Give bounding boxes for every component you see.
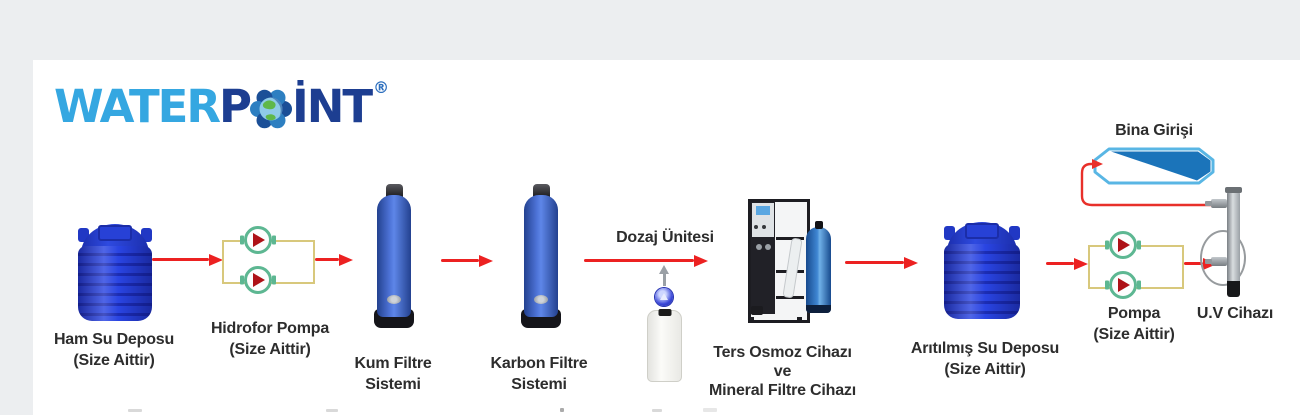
pump-icon <box>1109 231 1137 259</box>
uv-power-cable <box>1200 230 1246 286</box>
flow-arrow-6 <box>1046 262 1074 265</box>
uv-fitting-nub <box>1205 201 1212 206</box>
logo-text-p: P <box>219 80 252 133</box>
uv-top-cap <box>1225 187 1242 193</box>
pump-impeller <box>253 273 265 287</box>
flow-arrow-5-head <box>904 257 918 269</box>
raw-water-tank <box>78 224 152 321</box>
filter-valve <box>532 184 550 198</box>
flow-arrow-7 <box>1184 262 1203 265</box>
flow-arrow-1-head <box>209 254 223 266</box>
pump-impeller <box>253 233 265 247</box>
uv-sterilizer-body <box>1227 191 1240 295</box>
filter-valve <box>385 184 403 198</box>
label-kum-filtre: Kum Filtre Sistemi <box>354 355 432 393</box>
label-hidrofor-pompa: Hidrofor Pompa (Size Aittir) <box>210 320 330 358</box>
building-inlet-tank <box>1093 147 1215 185</box>
flow-arrow-3-head <box>479 255 493 267</box>
tank-lug <box>1009 226 1020 240</box>
chemical-tank <box>647 310 682 382</box>
pump-icon <box>244 266 272 294</box>
clipped-text-fragment <box>128 409 142 412</box>
ro-button <box>754 225 758 229</box>
clipped-text-fragment <box>326 409 338 412</box>
label-aritilmis-su-deposu: Arıtılmış Su Deposu (Size Aittir) <box>910 340 1060 378</box>
filter-body <box>377 195 411 317</box>
flow-arrow-4 <box>584 259 694 262</box>
tank-cap <box>98 225 132 241</box>
label-karbon-filtre: Karbon Filtre Sistemi <box>490 355 588 393</box>
label-uv-cihazi: U.V Cihazı <box>1196 305 1274 322</box>
flow-arrow-2 <box>315 258 339 261</box>
logo-text-water: WATER <box>54 80 221 133</box>
pump-impeller <box>1118 238 1130 252</box>
ro-gauge <box>765 244 771 250</box>
filter-body <box>524 195 558 317</box>
filter-port <box>387 295 401 304</box>
carbon-filter-tank <box>521 184 561 328</box>
filter-port <box>534 295 548 304</box>
dosing-pump <box>655 288 673 306</box>
ro-button <box>762 225 766 229</box>
pump-icon <box>1109 271 1137 299</box>
label-dozaj-unitesi: Dozaj Ünitesi <box>616 229 714 246</box>
injection-arrow-icon <box>659 265 669 274</box>
ro-leg <box>749 317 754 323</box>
ro-pump <box>751 306 763 315</box>
uv-fitting-nub <box>1205 259 1212 264</box>
mineral-filter-tank <box>806 227 831 313</box>
ro-gauge <box>756 244 762 250</box>
flow-arrow-1 <box>152 258 209 261</box>
ro-leg <box>797 317 802 323</box>
ro-control-panel <box>752 203 774 237</box>
treated-water-tank <box>944 222 1020 319</box>
clipped-text-fragment <box>652 409 662 412</box>
flow-arrow-4-head <box>694 255 708 267</box>
clipped-text-fragment <box>703 408 717 412</box>
uv-outlet-fitting <box>1211 199 1227 208</box>
flow-arrow-5 <box>845 261 904 264</box>
globe-icon <box>250 89 293 128</box>
uv-to-building-pipe <box>1080 159 1228 207</box>
label-bina-girisi: Bina Girişi <box>1115 122 1193 139</box>
tank-lug <box>944 226 955 240</box>
uv-inlet-fitting <box>1211 257 1227 266</box>
pump-icon <box>244 226 272 254</box>
ro-frame-bar <box>776 237 804 240</box>
tank-cap <box>965 223 999 239</box>
tank-lug <box>141 228 152 242</box>
label-ters-osmoz: Ters Osmoz Cihazı ve Mineral Filtre Ciha… <box>709 344 856 399</box>
tank-body <box>944 244 1020 319</box>
injection-stem <box>663 273 666 286</box>
flow-arrow-3 <box>441 259 479 262</box>
label-pompa: Pompa (Size Aittir) <box>1093 305 1175 343</box>
flow-arrow-6-head <box>1074 258 1088 270</box>
pump-impeller <box>1118 278 1130 292</box>
registered-trademark-icon: ® <box>373 78 390 97</box>
logo-text-int: İNT <box>292 80 373 133</box>
sand-filter-tank <box>374 184 414 328</box>
tank-lug <box>78 228 89 242</box>
ro-display-screen <box>756 206 770 215</box>
label-ham-su-deposu: Ham Su Deposu (Size Aittir) <box>53 331 175 369</box>
flow-arrow-2-head <box>339 254 353 266</box>
uv-lamp-base <box>1227 281 1240 297</box>
tank-body <box>78 246 152 321</box>
clipped-text-fragment <box>560 408 564 412</box>
